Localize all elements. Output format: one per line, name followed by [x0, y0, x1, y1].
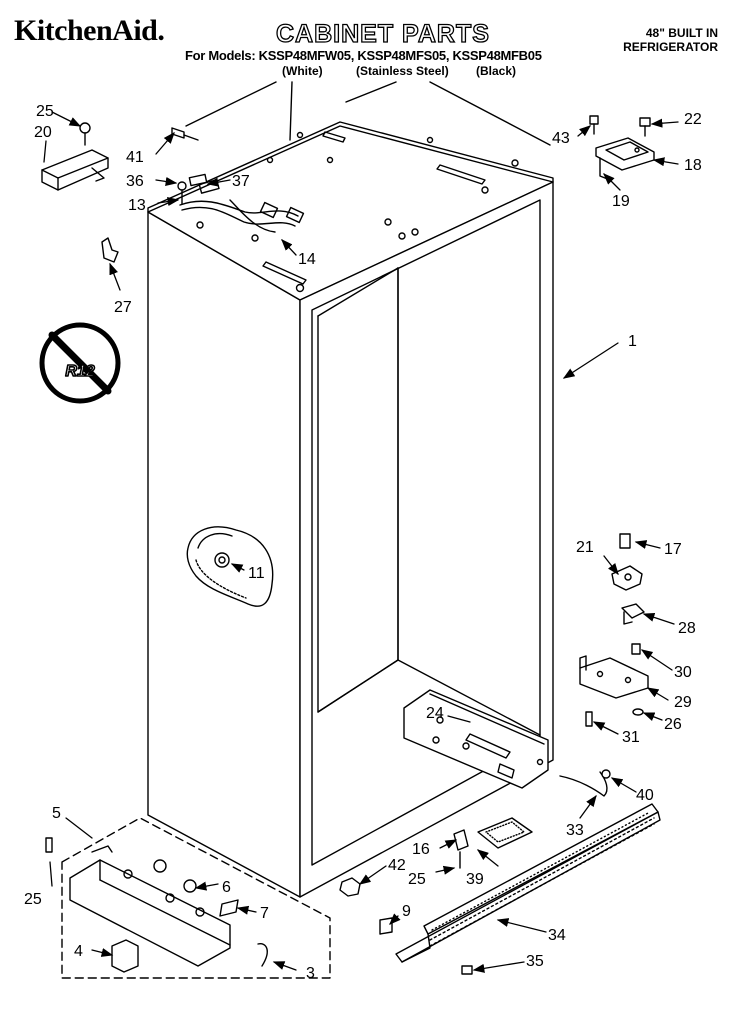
callout-5: 5	[52, 805, 61, 822]
variant-white: (White)	[282, 64, 323, 78]
callout-36: 36	[126, 173, 144, 190]
callout-34: 34	[548, 927, 566, 944]
callout-6: 6	[222, 879, 231, 896]
callout-35: 35	[526, 953, 544, 970]
callout-39: 39	[466, 871, 484, 888]
bottom-bracket-24	[403, 689, 549, 789]
clip-27-part	[101, 237, 119, 263]
badge-text: R12	[65, 363, 94, 380]
callout-30: 30	[674, 664, 692, 681]
callout-17: 17	[664, 541, 682, 558]
callout-27: 27	[114, 299, 132, 316]
callout-25-bottom: 25	[24, 891, 42, 908]
callout-13: 13	[128, 197, 146, 214]
callout-37: 37	[232, 173, 250, 190]
callout-33: 33	[566, 822, 584, 839]
callout-29: 29	[674, 694, 692, 711]
callout-21: 21	[576, 539, 594, 556]
page-title: CABINET PARTS	[275, 19, 490, 48]
callout-11: 11	[248, 565, 265, 582]
callout-7: 7	[260, 905, 269, 922]
callout-9: 9	[402, 903, 411, 920]
unit-line-2: REFRIGERATOR	[623, 40, 718, 54]
callout-26: 26	[664, 716, 682, 733]
callout-28: 28	[678, 620, 696, 637]
callout-40: 40	[636, 787, 654, 804]
unit-description: 48" BUILT IN REFRIGERATOR	[623, 26, 718, 54]
top-left-fasteners	[171, 127, 208, 205]
callout-25-mid: 25	[408, 871, 426, 888]
callout-19: 19	[612, 193, 630, 210]
access-panel-part	[186, 526, 274, 607]
callout-31: 31	[622, 729, 640, 746]
ground-wire-33	[559, 769, 611, 797]
callout-1: 1	[628, 333, 637, 350]
leader-lines	[43, 111, 679, 973]
callout-14: 14	[298, 251, 316, 268]
variant-stainless: (Stainless Steel)	[356, 64, 449, 78]
brand-logo: KitchenAid.	[14, 14, 165, 47]
toe-grille-34	[395, 803, 661, 963]
callout-3: 3	[306, 965, 315, 982]
callout-42: 42	[388, 857, 406, 874]
top-right-parts	[589, 115, 655, 181]
unit-line-1: 48" BUILT IN	[645, 26, 718, 40]
callout-41: 41	[126, 149, 144, 166]
model-variants: (White) (Stainless Steel) (Black)	[0, 64, 752, 82]
callout-20: 20	[34, 124, 52, 141]
model-list: For Models: KSSP48MFW05, KSSP48MFS05, KS…	[185, 48, 542, 63]
callout-24: 24	[426, 705, 444, 722]
lower-small-parts	[339, 817, 533, 975]
callout-25-top: 25	[36, 103, 54, 120]
bracket-20-part	[41, 122, 109, 191]
callout-4: 4	[74, 943, 83, 960]
r12-prohibition-badge: R12	[39, 322, 121, 404]
callout-43: 43	[552, 130, 570, 147]
callout-16: 16	[412, 841, 430, 858]
callout-22: 22	[684, 111, 702, 128]
variant-black: (Black)	[476, 64, 517, 78]
hinge-assembly	[579, 533, 649, 727]
model-leader-lines	[185, 81, 551, 146]
part-callouts: 1 3 4 5 6 7 9 11 13 14 16 17 18 19 20 22…	[24, 103, 702, 982]
wire-harness-part	[179, 179, 305, 233]
cabinet-body	[147, 121, 554, 898]
callout-18: 18	[684, 157, 702, 174]
